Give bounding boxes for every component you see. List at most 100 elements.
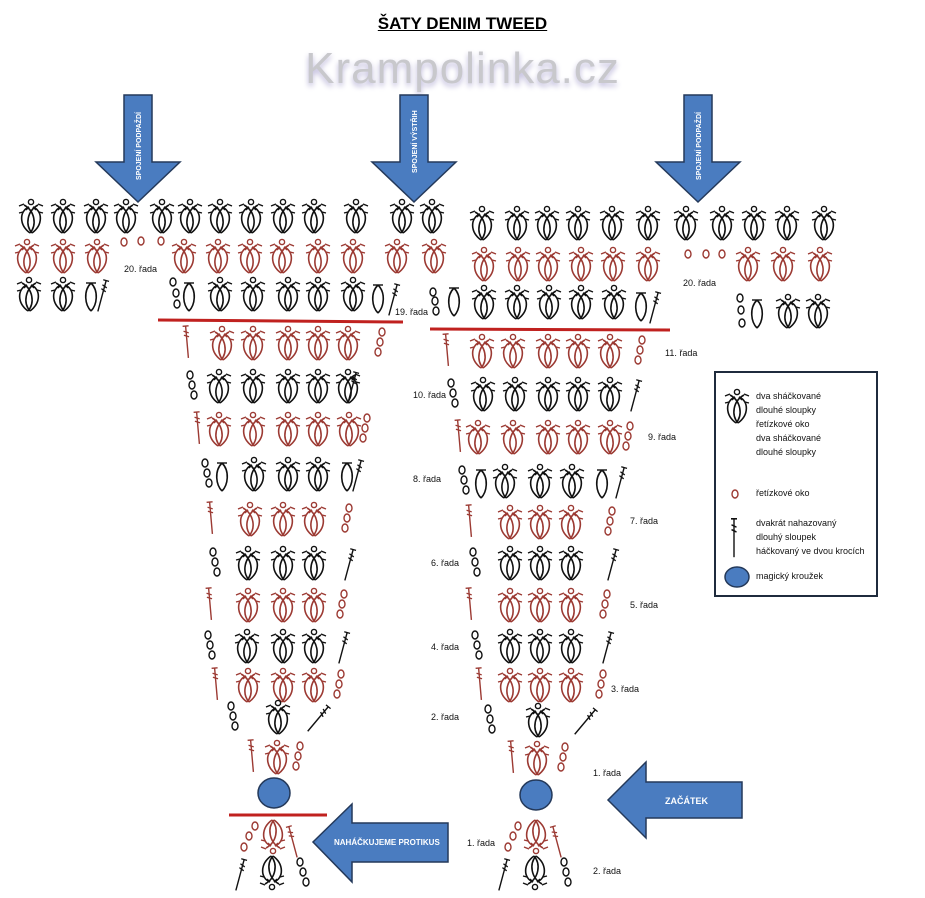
row-label: 6. řada [431,558,460,568]
shell-stitch [177,198,203,234]
chain-stitch [296,741,304,751]
shell-stitch [235,667,261,703]
legend-text: dvakrát nahazovaný dlouhý sloupek háčkov… [756,516,865,558]
chain-stitch [378,327,386,337]
arrow-label: SPOJENÍ PODPAŽDÍ [134,111,143,180]
chain-stitch [622,441,630,451]
chain-stitch [604,526,612,536]
shell-stitch [235,545,261,581]
shell-stitch [559,463,585,499]
arrow-spojeni-podpazdi-left: SPOJENÍ PODPAŽDÍ [94,94,182,204]
chain-stitch [359,433,367,443]
shell-stitch [527,504,553,540]
chain-stitch [361,423,369,433]
shell-stitch [305,368,331,404]
chain-stitch [341,523,349,533]
chain-stitch [299,867,307,877]
chain-stitch [737,305,745,315]
chain-stitch [204,630,212,640]
shell-stitch [558,667,584,703]
chain-stitch [205,478,213,488]
double-treble-stitch [210,667,222,701]
chain-stitch [240,842,248,852]
chain-stitch [606,516,614,526]
legend-line: dvakrát nahazovaný [756,518,837,528]
shell-stitch [16,276,42,312]
legend-line: dlouhý sloupek [756,532,817,542]
half-shell-stitch [750,299,764,329]
shell-stitch [14,238,40,274]
half-shell-stitch [595,469,609,499]
chain-stitch-icon [731,489,739,499]
shell-stitch [635,205,661,241]
chain-stitch [337,669,345,679]
chain-stitch [203,468,211,478]
chain-stitch [451,398,459,408]
shell-stitch [558,587,584,623]
shell-stitch [469,205,495,241]
shell-stitch [275,276,301,312]
double-treble-stitch [285,825,301,859]
shell-stitch [84,238,110,274]
shell-stitch [471,284,497,320]
join-line-left [157,318,404,324]
half-shell-stitch [340,462,354,492]
shell-stitch [149,198,175,234]
shell-stitch [471,246,497,282]
shell-stitch [50,238,76,274]
arrow-nahackujeme-protikus: NAHÁČKUJEME PROTIKUS [311,802,449,884]
shell-stitch [259,855,285,891]
shell-stitch [301,628,327,664]
chain-stitch [638,335,646,345]
shell-stitch [502,376,528,412]
shell-stitch [83,198,109,234]
chain-stitch [564,877,572,887]
shell-stitch [301,501,327,537]
chain-stitch [599,609,607,619]
arrow-label: ZAČÁTEK [665,795,708,806]
double-treble-stitch [474,667,486,701]
shell-stitch [497,504,523,540]
shell-stitch [535,376,561,412]
shell-stitch [343,198,369,234]
shell-stitch [597,376,623,412]
half-shell-stitch [447,287,461,317]
shell-stitch [335,368,361,404]
shell-stitch [527,545,553,581]
shell-stitch [301,667,327,703]
row-label: 1. řada [467,838,496,848]
chain-stitch [504,842,512,852]
row-label: 20. řada [683,278,717,288]
shell-stitch [234,628,260,664]
shell-stitch [270,198,296,234]
chain-stitch [336,609,344,619]
double-treble-icon [730,518,738,558]
shell-stitch [565,205,591,241]
shell-stitch [50,276,76,312]
shell-stitch [527,587,553,623]
row-label: 19. řada [395,307,429,317]
shell-stitch [500,419,526,455]
double-treble-stitch [464,587,476,621]
chain-stitch [374,347,382,357]
row-label: 2. řada [431,712,460,722]
chain-stitch [206,640,214,650]
shell-stitch [240,368,266,404]
double-treble-stitch [571,707,599,737]
shell-stitch [558,504,584,540]
shell-stitch [535,419,561,455]
double-treble-stitch [441,333,453,367]
shell-stitch [465,419,491,455]
chain-stitch [636,345,644,355]
chain-stitch [561,742,569,752]
shell-stitch [635,246,661,282]
double-treble-stitch [335,631,351,665]
chain-stitch [473,640,481,650]
chain-stitch [294,751,302,761]
shell-stitch [270,667,296,703]
shell-stitch [301,545,327,581]
shell-stitch [207,276,233,312]
shell-stitch [600,246,626,282]
shell-stitch [275,456,301,492]
shell-stitch [558,545,584,581]
